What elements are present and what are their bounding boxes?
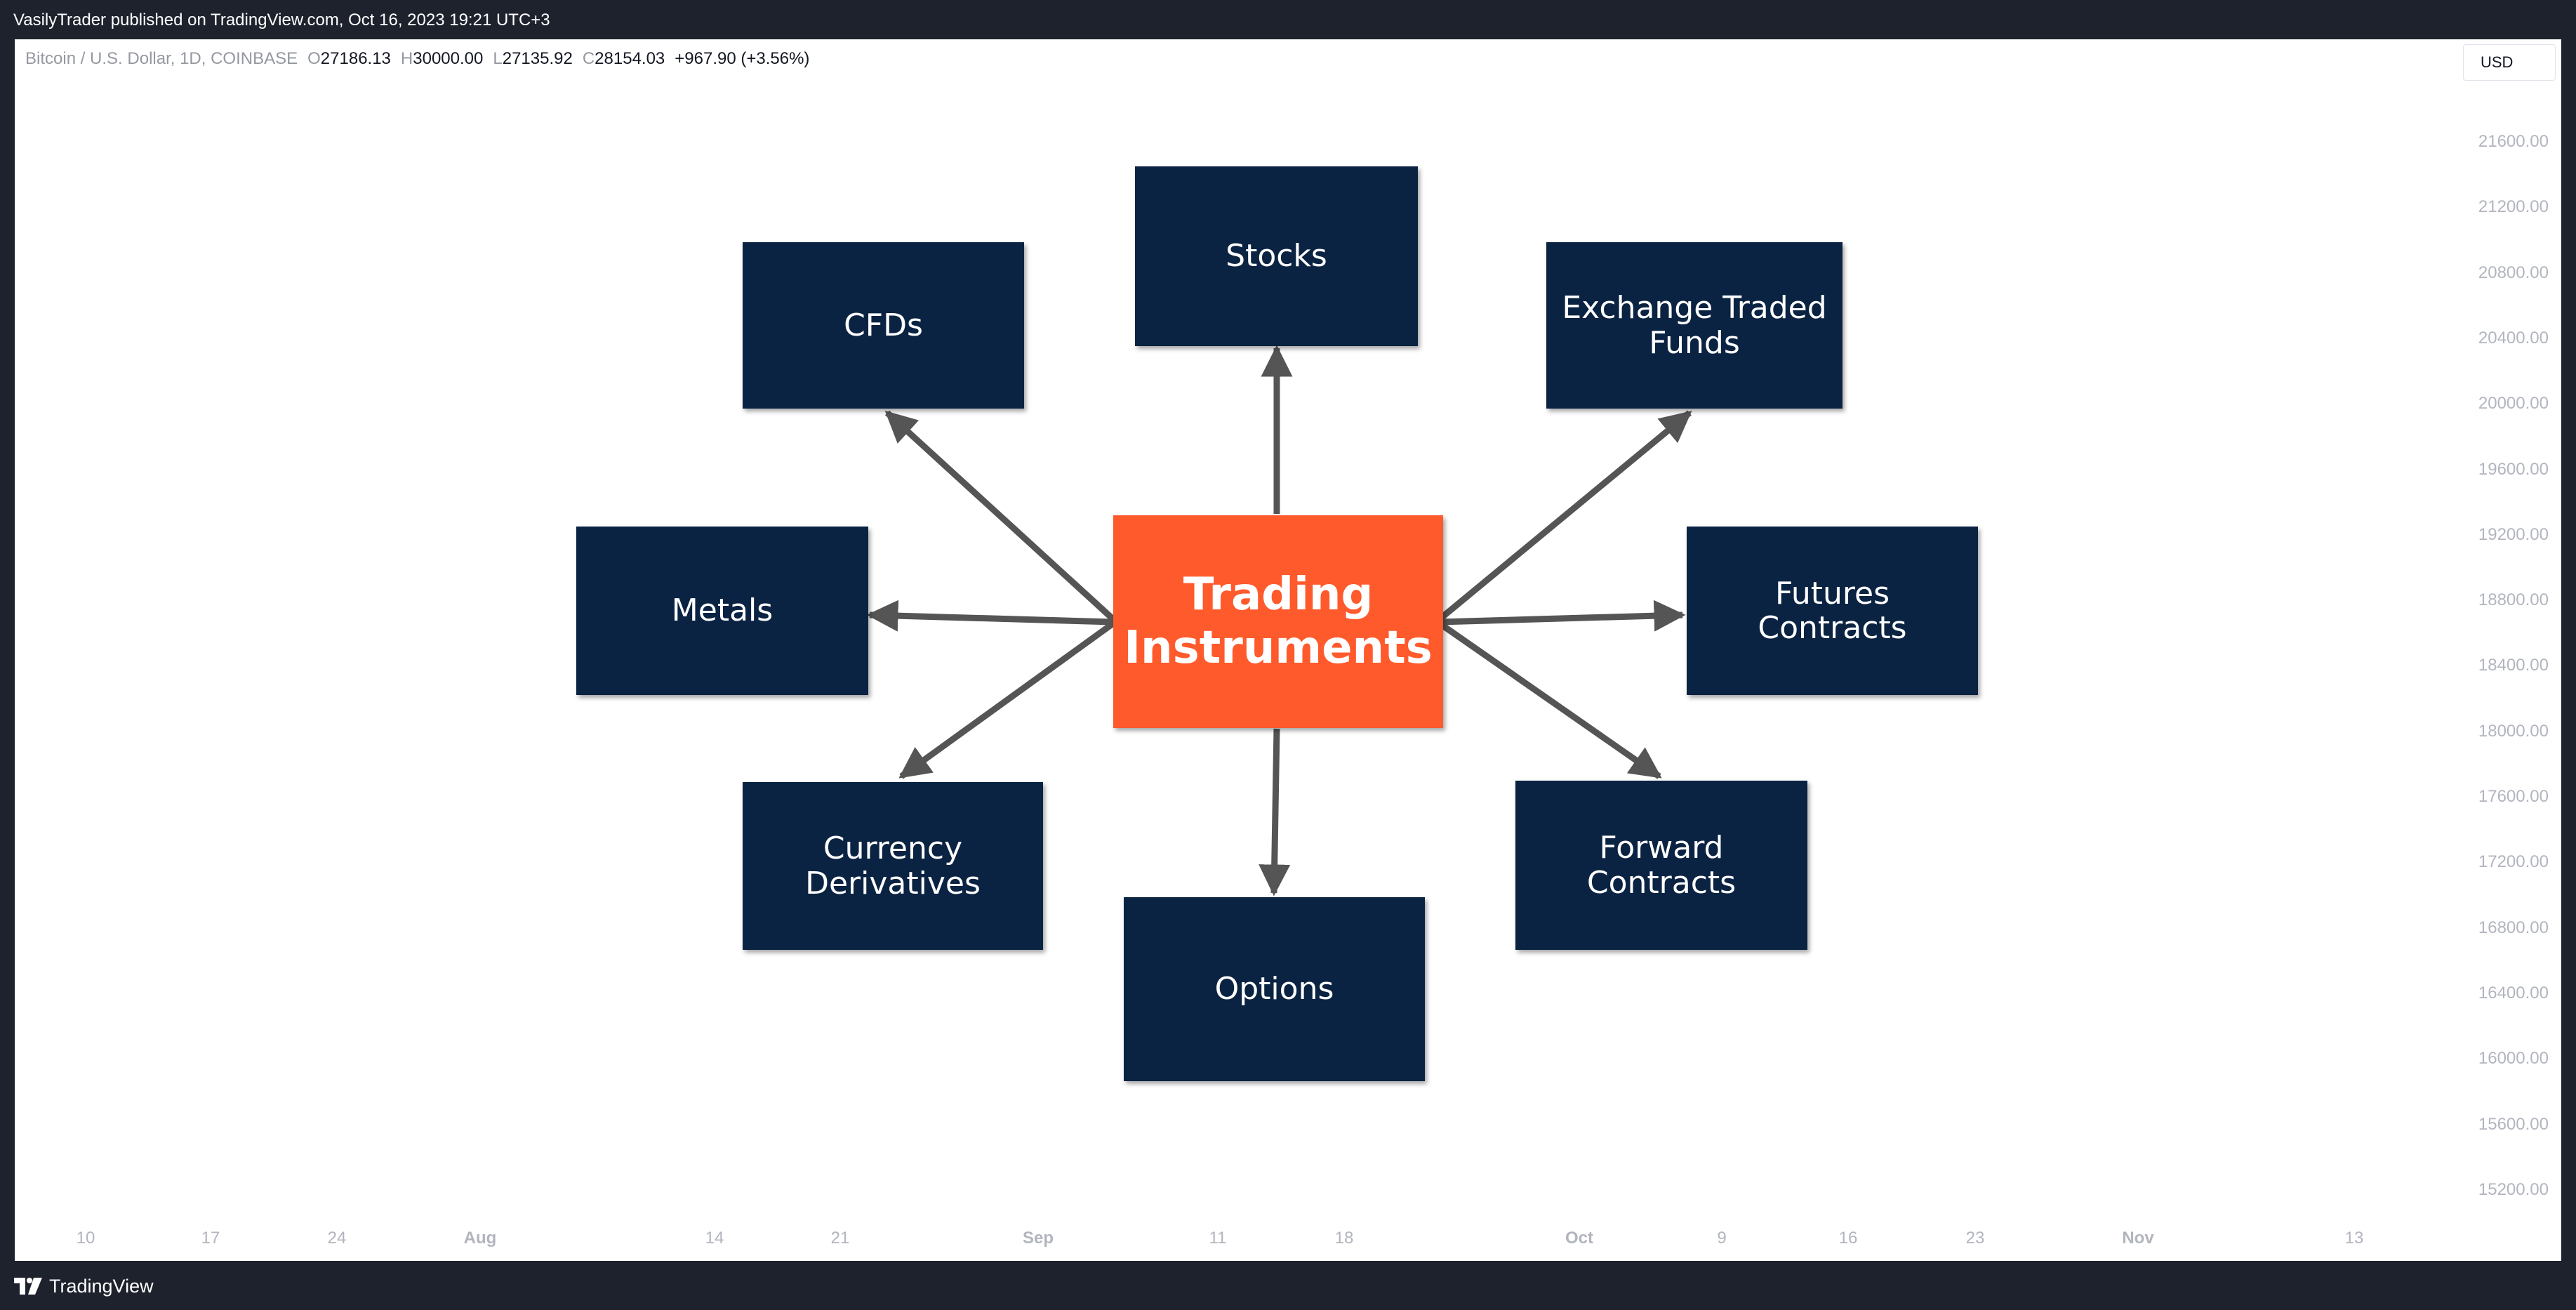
symbol-label[interactable]: Bitcoin / U.S. Dollar, 1D, COINBASE — [25, 49, 298, 68]
node-stocks: Stocks — [1135, 166, 1418, 346]
node-exchange-traded-funds: Exchange Traded Funds — [1546, 242, 1843, 409]
low-value: 27135.92 — [502, 49, 573, 68]
node-cfds: CFDs — [743, 242, 1024, 409]
chart-area[interactable]: Bitcoin / U.S. Dollar, 1D, COINBASE O2718… — [15, 39, 2561, 1261]
open-value: 27186.13 — [320, 49, 391, 68]
node-metals: Metals — [576, 527, 868, 695]
close-value: 28154.03 — [595, 49, 665, 68]
node-trading-instruments: Trading Instruments — [1113, 515, 1443, 728]
arrow-to-currency — [898, 621, 1115, 779]
arrow-to-cfds — [884, 410, 1116, 622]
node-options: Options — [1124, 897, 1425, 1081]
node-futures-contracts: Futures Contracts — [1687, 527, 1978, 695]
arrow-to-options — [1259, 728, 1291, 897]
currency-button[interactable]: USD — [2463, 44, 2556, 81]
node-currency-derivatives: Currency Derivatives — [743, 782, 1043, 950]
center-title-line2: Instruments — [1124, 621, 1433, 674]
arrow-to-etf — [1438, 410, 1692, 622]
low-label: L — [493, 49, 503, 68]
arrow-to-metals — [866, 600, 1114, 632]
arrow-to-futures — [1439, 600, 1686, 632]
tradingview-brand: TradingView — [49, 1275, 154, 1297]
bottom-bar: TradingView — [0, 1261, 2576, 1310]
tradingview-logo-icon — [14, 1278, 42, 1295]
tradingview-logo[interactable]: TradingView — [14, 1275, 154, 1297]
arrow-to-forward — [1438, 621, 1662, 779]
ohlc-legend: Bitcoin / U.S. Dollar, 1D, COINBASE O2718… — [25, 49, 819, 69]
node-forward-contracts: Forward Contracts — [1515, 781, 1807, 950]
top-bar: VasilyTrader published on TradingView.co… — [0, 0, 2576, 39]
high-label: H — [400, 49, 413, 68]
open-label: O — [307, 49, 321, 68]
published-info: VasilyTrader published on TradingView.co… — [13, 11, 550, 29]
change-value: +967.90 (+3.56%) — [675, 49, 810, 68]
center-title-line1: Trading — [1183, 568, 1374, 621]
diagram-arrows — [866, 345, 1692, 897]
close-label: C — [582, 49, 595, 68]
high-value: 30000.00 — [413, 49, 484, 68]
